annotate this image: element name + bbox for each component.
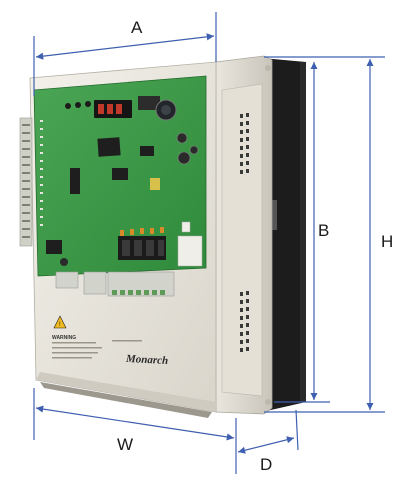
dimension-lines bbox=[33, 12, 385, 474]
brand-logo-text: Monarch bbox=[125, 352, 169, 368]
warning-heading: WARNING bbox=[52, 335, 77, 341]
dimension-d-label: D bbox=[260, 455, 273, 474]
dimension-w-label: W bbox=[117, 435, 134, 454]
control-board bbox=[19, 75, 207, 297]
dimension-h-label: H bbox=[381, 232, 394, 251]
svg-text:!: ! bbox=[59, 322, 61, 328]
dimension-b-label: B bbox=[318, 221, 330, 240]
side-cover bbox=[215, 55, 273, 415]
dimension-a-label: A bbox=[131, 18, 143, 37]
warning-label: ! bbox=[52, 315, 142, 359]
heatsink bbox=[262, 58, 306, 412]
